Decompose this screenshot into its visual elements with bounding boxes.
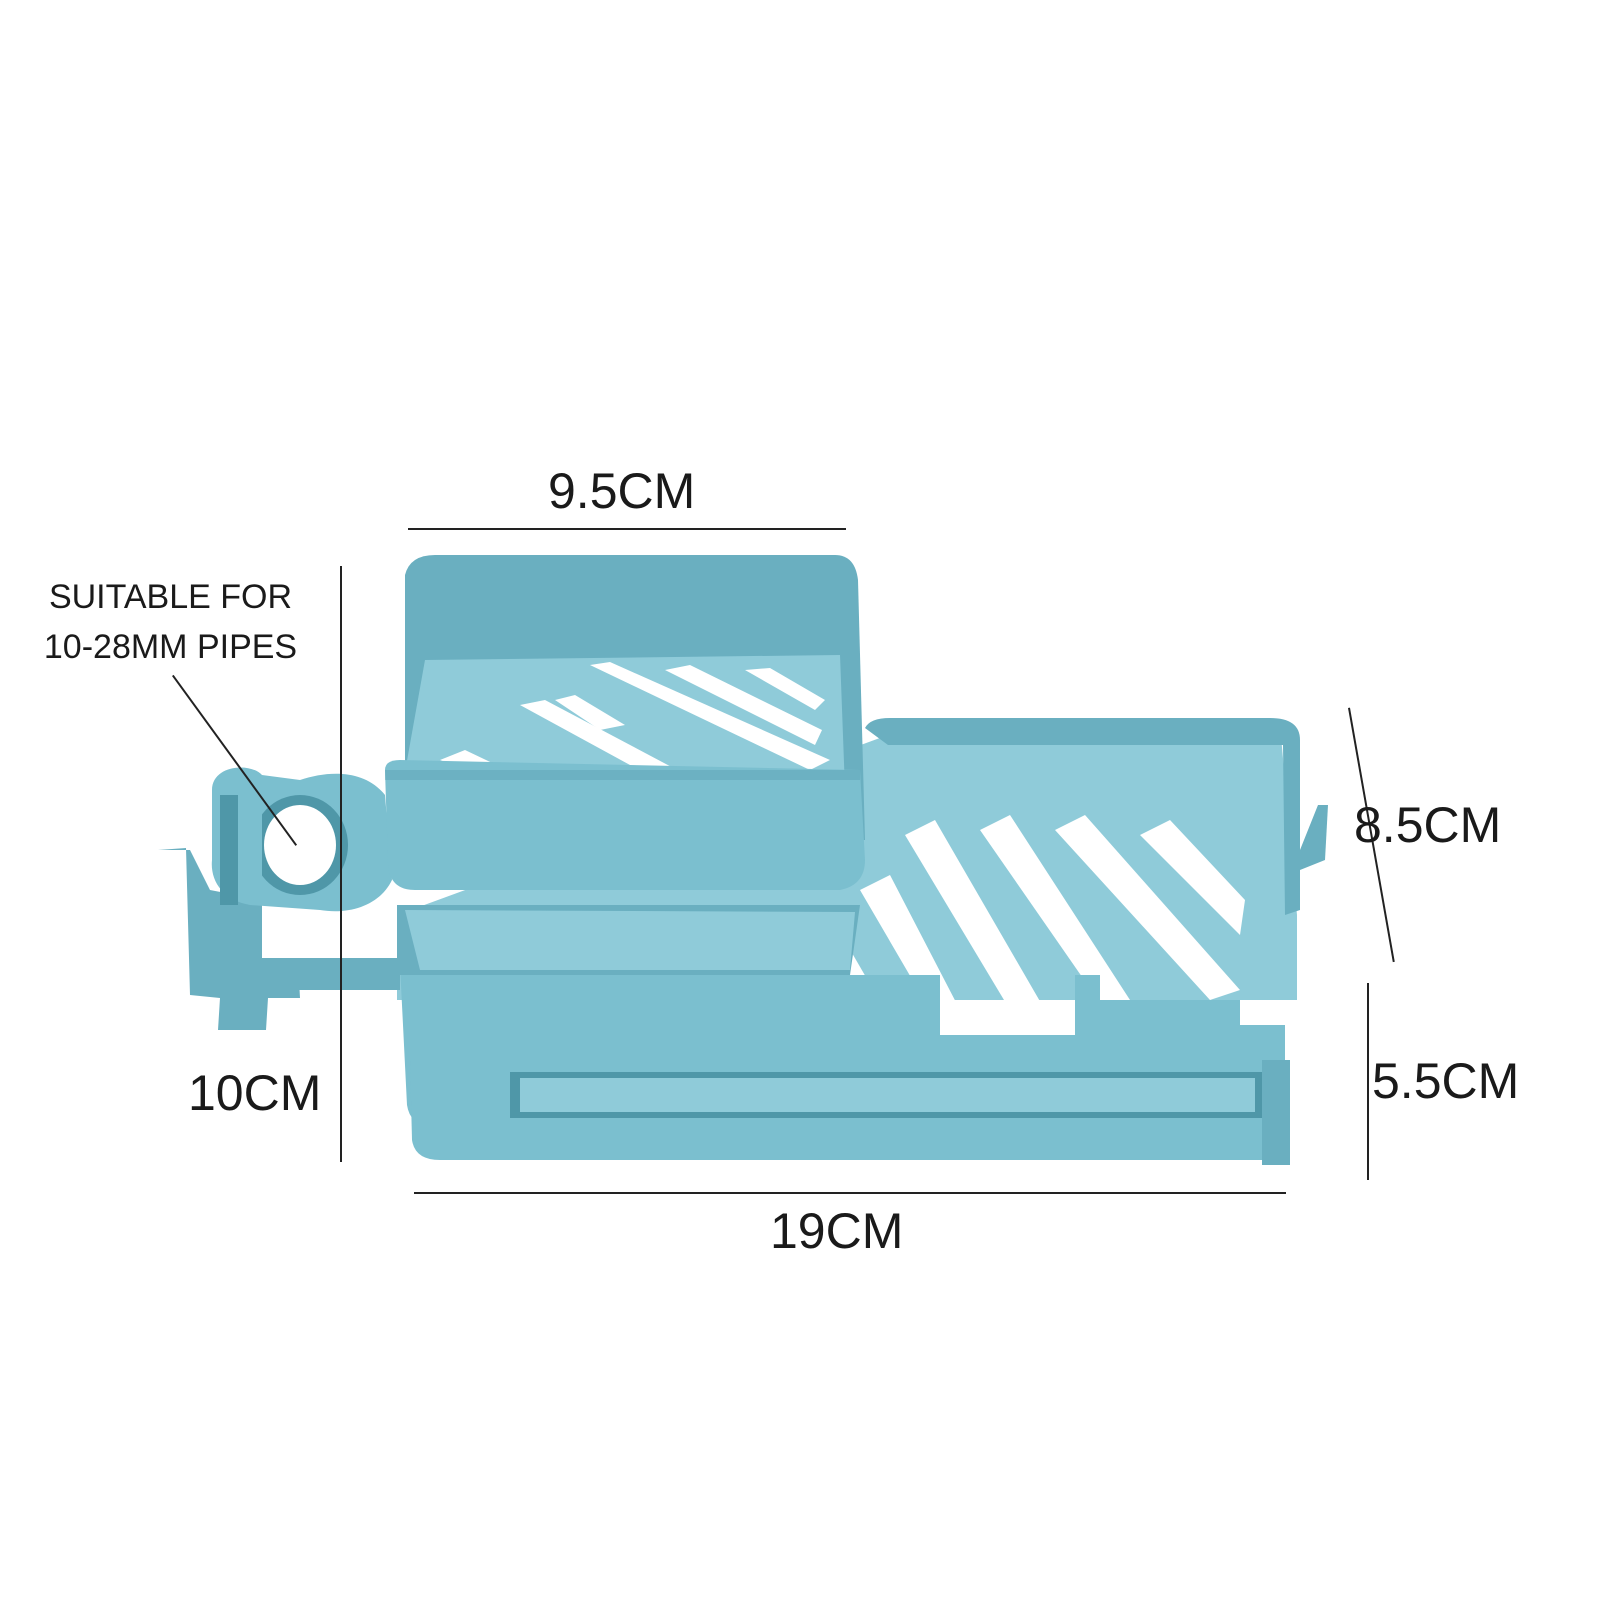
upper-tray-front [385,760,865,890]
lower-height-line [1367,983,1369,1180]
pipe-compatibility-note: SUITABLE FOR 10-28MM PIPES [28,572,313,672]
lower-tray-back-wall [865,718,1300,915]
note-line-1: SUITABLE FOR [48,578,293,616]
pipe-clamp [158,767,392,1030]
rail-end [1262,1060,1290,1165]
length-line [414,1192,1286,1194]
lower-height-label: 5.5CM [1372,1053,1520,1109]
left-arm [262,958,400,990]
note-line-2: 10-28MM PIPES [43,628,298,666]
top-width-label: 9.5CM [548,463,696,519]
upper-tray [385,555,865,890]
depth-label: 8.5CM [1354,797,1502,853]
length-label: 19CM [770,1203,904,1259]
side-hook [1300,805,1328,870]
height-line [340,566,342,1162]
top-width-line [408,528,846,530]
height-label: 10CM [188,1065,322,1121]
